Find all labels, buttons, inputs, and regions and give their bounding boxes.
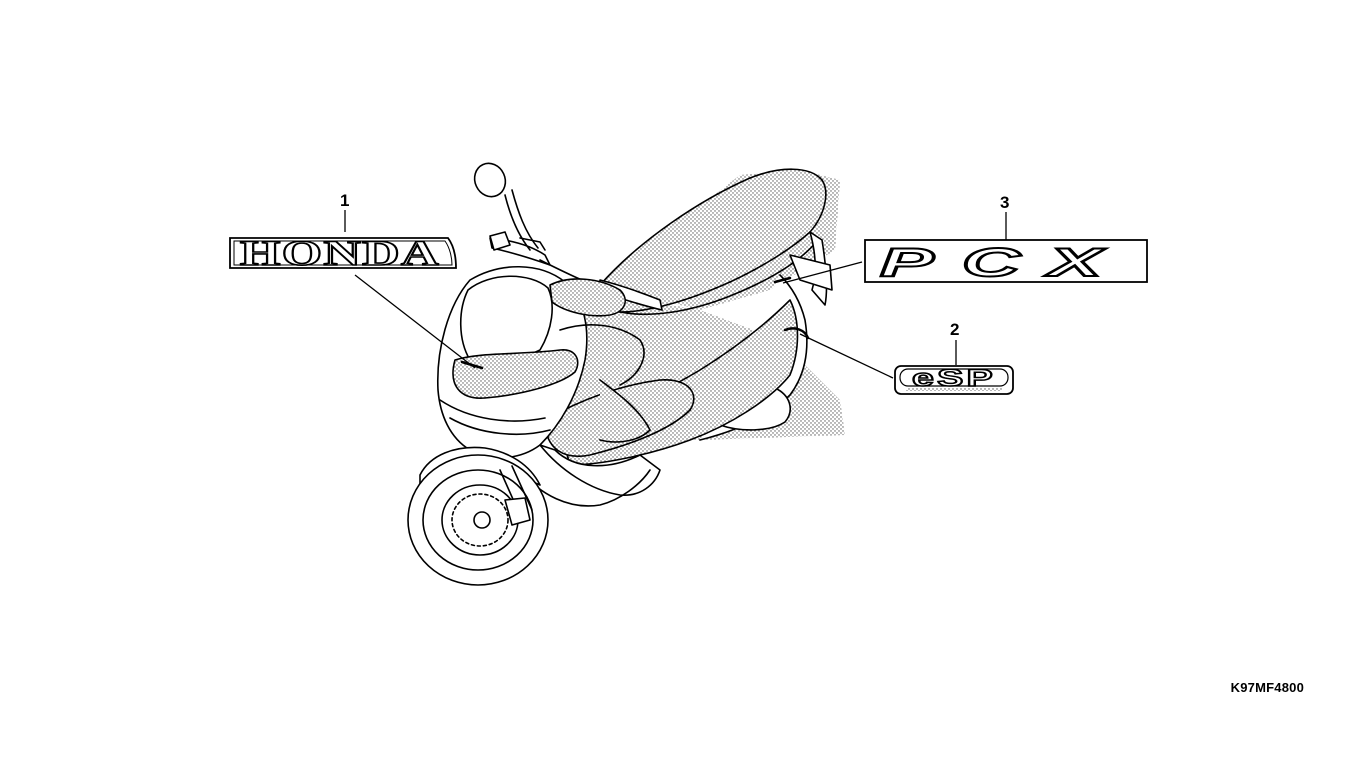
mid-body	[539, 444, 661, 496]
leader-lines	[344, 210, 1007, 379]
honda-emblem-outline	[229, 237, 457, 269]
front-panel-line	[559, 324, 645, 386]
caliper	[504, 497, 531, 526]
pcx-emblem-outline	[864, 239, 1148, 283]
knee-panel	[599, 379, 651, 443]
meter-cover	[549, 278, 626, 317]
callout-2: 2	[950, 320, 959, 339]
pcx-emblem-text: PCX	[880, 241, 1130, 285]
esp-emblem-text: eSP	[912, 365, 996, 392]
headlight	[452, 349, 579, 399]
emblem-honda[interactable]: HONDA	[229, 232, 457, 274]
callout-3: 3	[1000, 193, 1009, 212]
windscreen	[459, 275, 553, 362]
brake-lever	[519, 237, 546, 251]
emblem-pcx[interactable]: PCX	[864, 239, 1148, 286]
front-hub	[473, 511, 491, 529]
front-tire-inner	[422, 469, 534, 571]
honda-emblem-inner	[233, 240, 453, 266]
grip-left	[489, 231, 511, 251]
esp-emblem-inner	[899, 368, 1009, 387]
brake-disc	[451, 493, 509, 547]
honda-emblem-text: HONDA	[240, 233, 440, 273]
mirror-glass	[473, 162, 507, 198]
scooter-illustration	[407, 162, 845, 586]
leader-3	[782, 261, 863, 284]
leader-1	[354, 274, 476, 369]
tail-light	[789, 254, 833, 291]
esp-emblem-subline	[906, 388, 1002, 391]
mirror-stem	[504, 189, 539, 251]
emblem-spot-tail	[773, 276, 792, 284]
emblem-esp[interactable]: eSP	[894, 364, 1014, 395]
apron-lower-2	[449, 417, 551, 436]
drawing-code: K97MF4800	[1230, 680, 1304, 695]
callout-1: 1	[340, 191, 349, 210]
apron-lower	[439, 399, 546, 422]
leader-2	[799, 333, 894, 379]
emblem-spot-side	[783, 327, 810, 340]
